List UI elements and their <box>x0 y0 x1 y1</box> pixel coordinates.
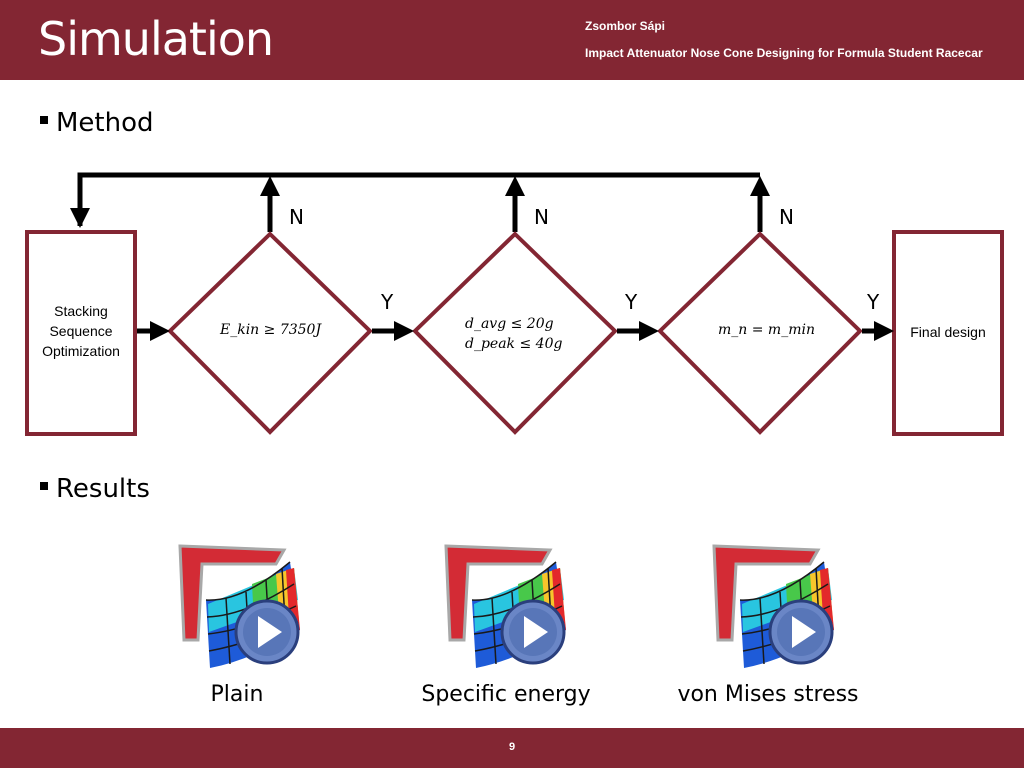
author-name: Zsombor Sápi <box>585 19 666 33</box>
video-plain[interactable] <box>172 540 302 670</box>
bullet-icon <box>40 481 48 490</box>
slide-title: Simulation <box>38 12 274 66</box>
caption-specific-energy: Specific energy <box>421 682 591 707</box>
no-label-2: N <box>534 205 549 229</box>
footer-bar <box>0 728 1024 768</box>
final-design-label: Final design <box>910 324 986 340</box>
method-flowchart <box>25 172 1004 436</box>
start-box <box>25 230 137 436</box>
decision-diamond-2 <box>412 231 618 435</box>
caption-plain: Plain <box>210 682 264 707</box>
no-label-1: N <box>289 205 304 229</box>
video-play-icon <box>712 544 834 668</box>
caption-von-mises-stress: von Mises stress <box>677 682 859 707</box>
yes-label-3: Y <box>867 290 880 314</box>
no-label-3: N <box>779 205 794 229</box>
video-von-mises-stress[interactable] <box>706 540 836 670</box>
results-heading: Results <box>40 474 150 504</box>
decision-diamond-1 <box>167 231 373 435</box>
page-number: 9 <box>508 741 516 753</box>
condition-kinetic-energy: E_kin ≥ 7350J <box>220 322 322 338</box>
video-specific-energy[interactable] <box>438 540 568 670</box>
final-design-box <box>892 230 1004 436</box>
method-heading: Method <box>40 108 154 138</box>
bullet-icon <box>40 115 48 124</box>
video-play-icon <box>444 544 566 668</box>
video-play-icon <box>178 544 300 668</box>
condition-deceleration: d_avg ≤ 20g d_peak ≤ 40g <box>465 316 563 352</box>
presentation-subtitle: Impact Attenuator Nose Cone Designing fo… <box>585 46 983 60</box>
start-box-label: Stacking Sequence Optimization <box>42 303 120 359</box>
yes-label-2: Y <box>625 290 638 314</box>
yes-label-1: Y <box>381 290 394 314</box>
header-bar <box>0 0 1024 80</box>
condition-mass: m_n = m_min <box>718 322 815 338</box>
feedback-loop-line <box>77 172 760 226</box>
decision-diamond-3 <box>657 231 863 435</box>
